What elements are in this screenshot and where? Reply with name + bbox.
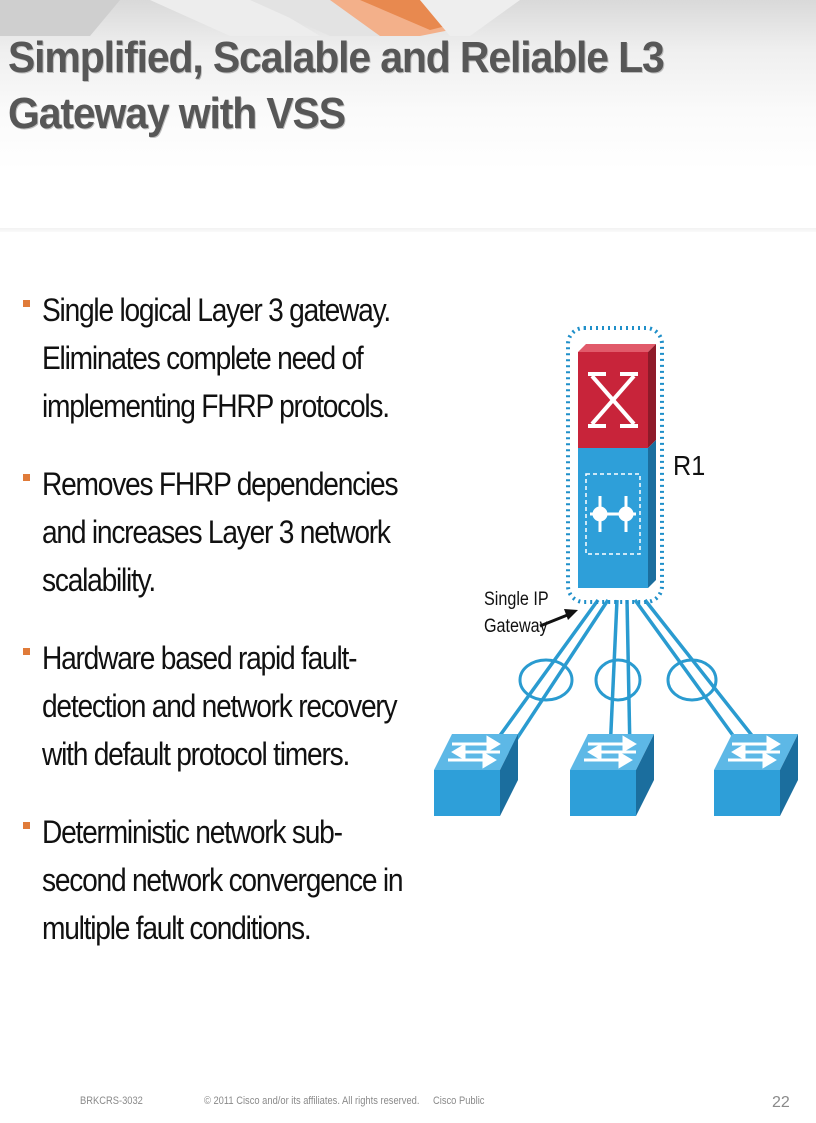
slide-title: Simplified, Scalable and Reliable L3 Gat… (8, 33, 665, 138)
bullet-list: Single logical Layer 3 gateway. Eliminat… (20, 286, 404, 982)
uplink-links (486, 598, 767, 754)
bullet-text: Hardware based rapid fault-detection and… (42, 640, 398, 772)
footer-classification: Cisco Public (433, 1095, 485, 1107)
port-channel-right-icon (666, 658, 718, 702)
bullet-square-icon (23, 822, 30, 829)
bullet-item: Removes FHRP dependencies and increases … (20, 460, 399, 604)
title-divider (0, 228, 816, 232)
bullet-item: Deterministic network sub-second network… (20, 808, 404, 952)
footer-copyright: © 2011 Cisco and/or its affiliates. All … (204, 1095, 420, 1107)
bullet-text: Single logical Layer 3 gateway. Eliminat… (42, 292, 391, 424)
access-switch-right-icon (714, 734, 798, 816)
bullet-square-icon (23, 474, 30, 481)
page-number: 22 (772, 1094, 790, 1111)
title-band (0, 0, 816, 170)
bullet-item: Hardware based rapid fault-detection and… (20, 634, 398, 778)
port-channel-center-icon (594, 658, 642, 702)
router-label: R1 (673, 450, 706, 481)
bullet-square-icon (23, 648, 30, 655)
header-stripes (0, 0, 520, 36)
bullet-square-icon (23, 300, 30, 307)
vss-router-icon (578, 344, 656, 588)
vss-logical-boundary (566, 326, 664, 604)
access-switch-center-icon (570, 734, 654, 816)
vss-topology-diagram (434, 326, 798, 816)
access-switch-left-icon (434, 734, 518, 816)
bullet-text: Removes FHRP dependencies and increases … (42, 466, 399, 598)
bullet-item: Single logical Layer 3 gateway. Eliminat… (20, 286, 391, 430)
port-channel-left-icon (518, 658, 574, 702)
port-channel-rings (518, 658, 718, 702)
gateway-arrow-icon (539, 609, 578, 628)
footer-course-code: BRKCRS-3032 (80, 1095, 143, 1107)
bullet-text: Deterministic network sub-second network… (42, 814, 404, 946)
gateway-label: Single IP Gateway (484, 589, 549, 637)
